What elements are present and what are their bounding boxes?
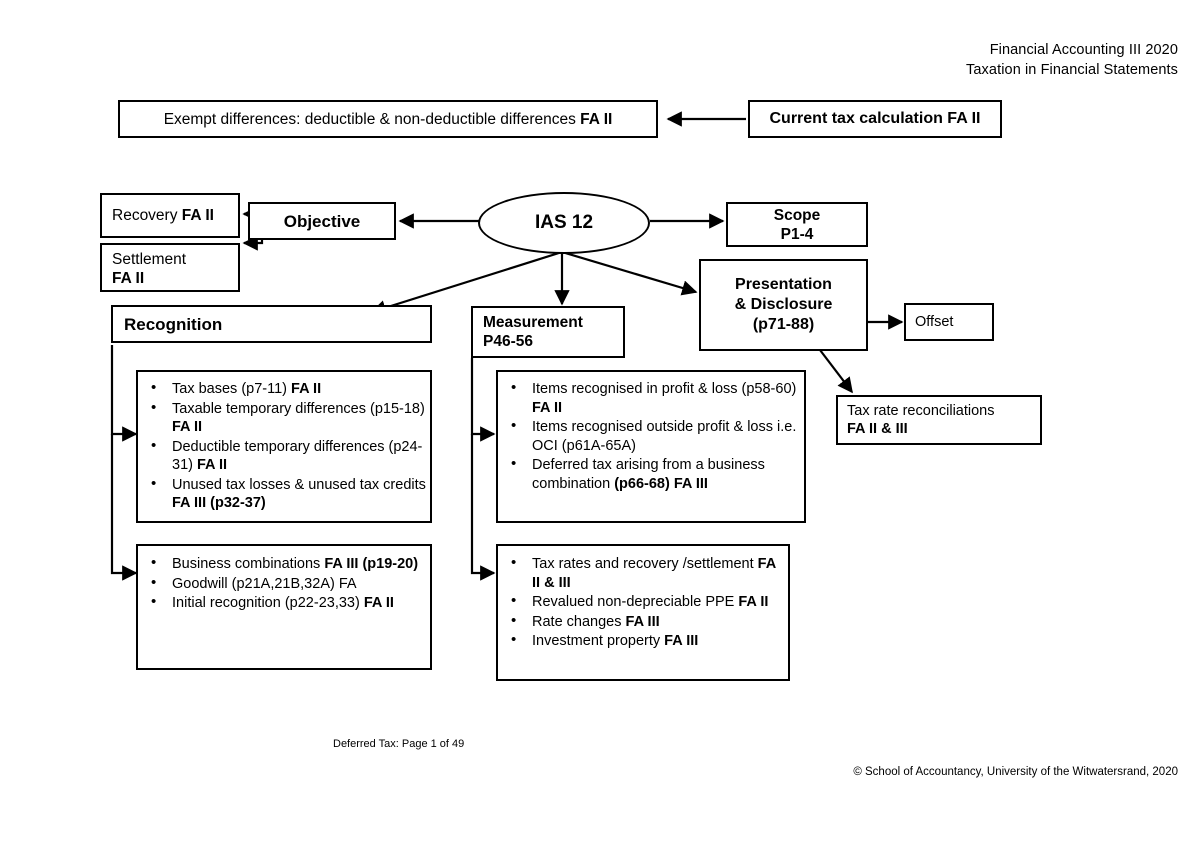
footer-left: Deferred Tax: Page 1 of 49 (333, 738, 465, 750)
node-measurement-list-2[interactable]: Tax rates and recovery /settlement FA II… (496, 544, 790, 681)
node-objective[interactable]: Objective (248, 202, 396, 240)
offset-label: Offset (915, 314, 954, 330)
presentation-line-2: & Disclosure (734, 296, 833, 313)
list-item: Revalued non-depreciable PPE FA II (511, 592, 784, 612)
recognition-list-2-items: Business combinations FA III (p19-20)Goo… (138, 554, 430, 613)
node-scope[interactable]: Scope P1-4 (726, 202, 868, 247)
node-ias12[interactable]: IAS 12 (478, 192, 650, 254)
list-item: Items recognised outside profit & loss i… (511, 417, 800, 455)
settlement-line-2: FA II (112, 270, 145, 287)
node-measurement[interactable]: Measurement P46-56 (471, 306, 625, 358)
node-recovery[interactable]: Recovery FA II (100, 193, 240, 238)
node-current-tax-calculation[interactable]: Current tax calculation FA II (748, 100, 1002, 138)
objective-label: Objective (283, 211, 361, 231)
header-line-1: Financial Accounting III 2020 (989, 42, 1178, 58)
node-recognition-list-2[interactable]: Business combinations FA III (p19-20)Goo… (136, 544, 432, 670)
node-tax-rate-reconciliations[interactable]: Tax rate reconciliations FA II & III (836, 395, 1042, 445)
list-item: Deductible temporary differences (p24-31… (151, 437, 426, 475)
measurement-list-2-items: Tax rates and recovery /settlement FA II… (498, 554, 788, 651)
exempt-differences-text: Exempt differences: deductible & non-ded… (163, 110, 613, 128)
tax-rate-recon-line-2: FA II & III (847, 421, 908, 437)
presentation-line-1: Presentation (735, 276, 832, 293)
node-recognition-list-1[interactable]: Tax bases (p7-11) FA IITaxable temporary… (136, 370, 432, 523)
measurement-line-1: Measurement (483, 314, 583, 331)
ias12-label: IAS 12 (534, 212, 594, 233)
list-item: Deferred tax arising from a business com… (511, 455, 800, 493)
scope-line-1: Scope (773, 206, 821, 224)
node-offset[interactable]: Offset (904, 303, 994, 341)
recognition-label: Recognition (124, 314, 223, 334)
tax-rate-recon-line-1: Tax rate reconciliations (847, 403, 995, 419)
list-item: Rate changes FA III (511, 612, 784, 632)
current-tax-label: Current tax calculation FA II (769, 110, 981, 127)
presentation-line-3: (p71-88) (752, 316, 815, 333)
page-header: Financial Accounting III 2020 Taxation i… (578, 40, 1178, 80)
list-item: Investment property FA III (511, 631, 784, 651)
recovery-text: Recovery FA II (112, 207, 214, 224)
node-settlement[interactable]: Settlement FA II (100, 243, 240, 292)
list-item: Initial recognition (p22-23,33) FA II (151, 593, 426, 613)
list-item: Items recognised in profit & loss (p58-6… (511, 379, 800, 417)
list-item: Business combinations FA III (p19-20) (151, 554, 426, 574)
scope-line-2: P1-4 (780, 225, 814, 243)
node-presentation-disclosure[interactable]: Presentation & Disclosure (p71-88) (699, 259, 868, 351)
node-recognition[interactable]: Recognition (111, 305, 432, 343)
settlement-line-1: Settlement (112, 251, 187, 268)
recognition-list-1-items: Tax bases (p7-11) FA IITaxable temporary… (138, 379, 430, 513)
measurement-list-1-items: Items recognised in profit & loss (p58-6… (498, 379, 804, 493)
node-exempt-differences[interactable]: Exempt differences: deductible & non-ded… (118, 100, 658, 138)
header-line-2: Taxation in Financial Statements (966, 62, 1178, 78)
measurement-line-2: P46-56 (483, 333, 533, 350)
node-measurement-list-1[interactable]: Items recognised in profit & loss (p58-6… (496, 370, 806, 523)
footer-right: © School of Accountancy, University of t… (853, 766, 1178, 778)
list-item: Unused tax losses & unused tax credits F… (151, 475, 426, 513)
list-item: Tax bases (p7-11) FA II (151, 379, 426, 399)
list-item: Taxable temporary differences (p15-18) F… (151, 399, 426, 437)
list-item: Goodwill (p21A,21B,32A) FA (151, 574, 426, 594)
list-item: Tax rates and recovery /settlement FA II… (511, 554, 784, 592)
